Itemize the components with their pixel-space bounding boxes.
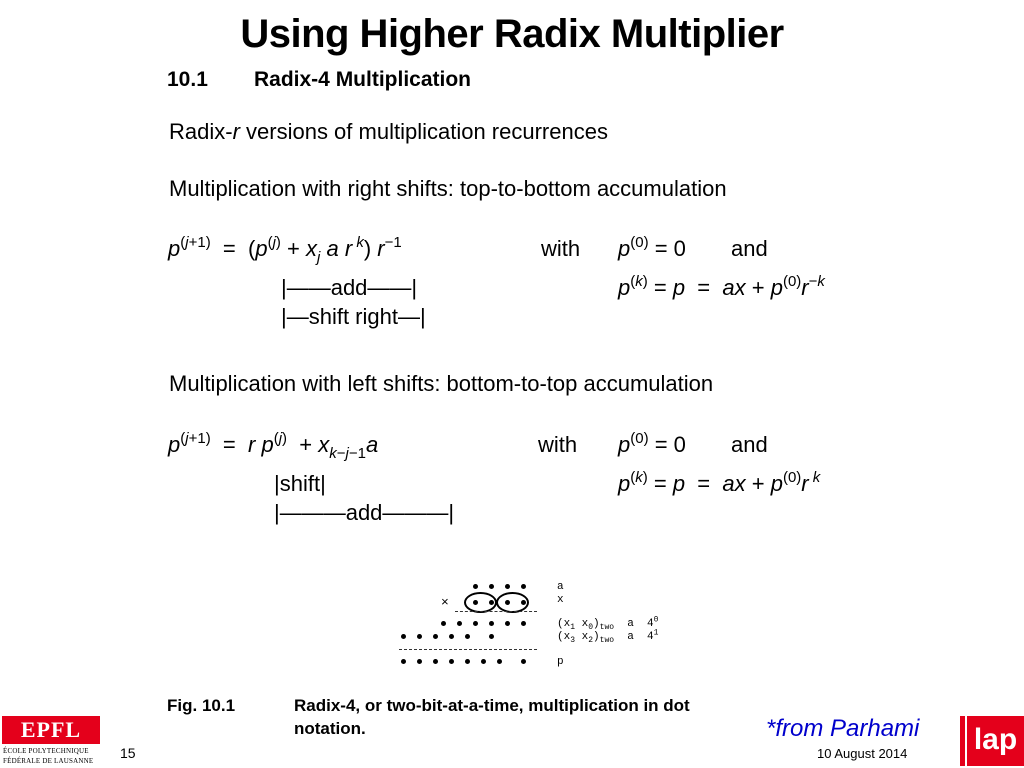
times-symbol: ×: [441, 595, 449, 610]
dot: [521, 659, 526, 664]
operand-x-label: x: [557, 594, 564, 606]
dot: [489, 634, 494, 639]
section-heading: 10.1 Radix-4 Multiplication: [167, 68, 471, 92]
epfl-logo-line2: FÉDÉRALE DE LAUSANNE: [3, 757, 94, 765]
dot: [505, 621, 510, 626]
section-number: 10.1: [167, 68, 208, 91]
left-initial-condition: p(0) = 0: [618, 430, 686, 457]
right-shift-recurrence: p(j+1) = (p(j) + xj a r k) r−1: [168, 234, 402, 266]
slide-title: Using Higher Radix Multiplier: [240, 12, 784, 56]
dot: [521, 600, 526, 605]
dot: [449, 659, 454, 664]
dot: [457, 621, 462, 626]
lap-logo-word: lap: [973, 723, 1018, 756]
dot: [473, 621, 478, 626]
figure-caption: Fig. 10.1 Radix-4, or two-bit-at-a-time, …: [167, 696, 690, 716]
dot: [433, 659, 438, 664]
dot: [417, 659, 422, 664]
dot: [497, 659, 502, 664]
dot: [465, 634, 470, 639]
dot: [417, 634, 422, 639]
epfl-logo-word: EPFL: [20, 717, 82, 742]
operand-a-label: a: [557, 581, 564, 593]
epfl-logo-line1: ÉCOLE POLYTECHNIQUE: [3, 747, 89, 755]
separator-line: [399, 649, 537, 650]
dot: [473, 584, 478, 589]
dot-notation-diagram: a × x (x1 x0)two a 40 (x3 x2)two a 41 p: [395, 578, 658, 678]
product-p-label: p: [557, 656, 564, 668]
left-add-annotation: |———add———|: [274, 500, 455, 525]
dot: [489, 621, 494, 626]
source-credit: *from Parhami: [766, 715, 920, 742]
dot: [441, 621, 446, 626]
dot: [401, 659, 406, 664]
epfl-logo: EPFL ÉCOLE POLYTECHNIQUE FÉDÉRALE DE LAU…: [2, 716, 100, 768]
dot: [521, 621, 526, 626]
right-shift-annotation: |—shift right—|: [281, 304, 426, 329]
left-shift-heading: Multiplication with left shifts: bottom-…: [169, 371, 714, 396]
dot: [481, 659, 486, 664]
dot: [489, 600, 494, 605]
right-final-result: p(k) = p = ax + p(0)r−k: [618, 273, 825, 300]
section-title: Radix-4 Multiplication: [254, 68, 472, 91]
figure-label: Fig. 10.1: [167, 696, 236, 715]
left-shift-recurrence: p(j+1) = r p(j) + xk−j−1a: [168, 430, 379, 462]
right-and-label: and: [731, 236, 768, 261]
digit-group-oval: [496, 592, 529, 613]
dot: [449, 634, 454, 639]
dot: [505, 600, 510, 605]
dot: [505, 584, 510, 589]
dot: [489, 584, 494, 589]
left-shift-annotation: |shift|: [274, 471, 326, 496]
partial-product-2-label: (x3 x2)two a 41: [557, 628, 659, 646]
lap-logo: lap: [960, 716, 1024, 768]
dot: [465, 659, 470, 664]
epfl-logo-block: [2, 716, 100, 744]
intro-text: Radix-r versions of multiplication recur…: [169, 119, 608, 144]
figure-caption-text-2: notation.: [294, 719, 366, 738]
right-with-label: with: [541, 236, 581, 261]
figure-caption-text: Radix-4, or two-bit-at-a-time, multiplic…: [294, 696, 690, 715]
right-initial-condition: p(0) = 0: [618, 234, 686, 261]
slide-date: 10 August 2014: [817, 746, 908, 761]
right-shift-heading: Multiplication with right shifts: top-to…: [169, 176, 727, 201]
dot: [401, 634, 406, 639]
partial-product-1-label: (x1 x0)two a 40: [557, 615, 659, 633]
left-final-result: p(k) = p = ax + p(0)r k: [618, 469, 821, 496]
dot: [473, 600, 478, 605]
dot: [433, 634, 438, 639]
lap-logo-bar: [960, 716, 965, 766]
lap-logo-block: [967, 716, 1024, 766]
left-with-label: with: [538, 432, 578, 457]
left-and-label: and: [731, 432, 768, 457]
page-number: 15: [120, 745, 136, 761]
right-add-annotation: |——add——|: [281, 275, 418, 300]
dot: [521, 584, 526, 589]
separator-line: [455, 611, 537, 612]
